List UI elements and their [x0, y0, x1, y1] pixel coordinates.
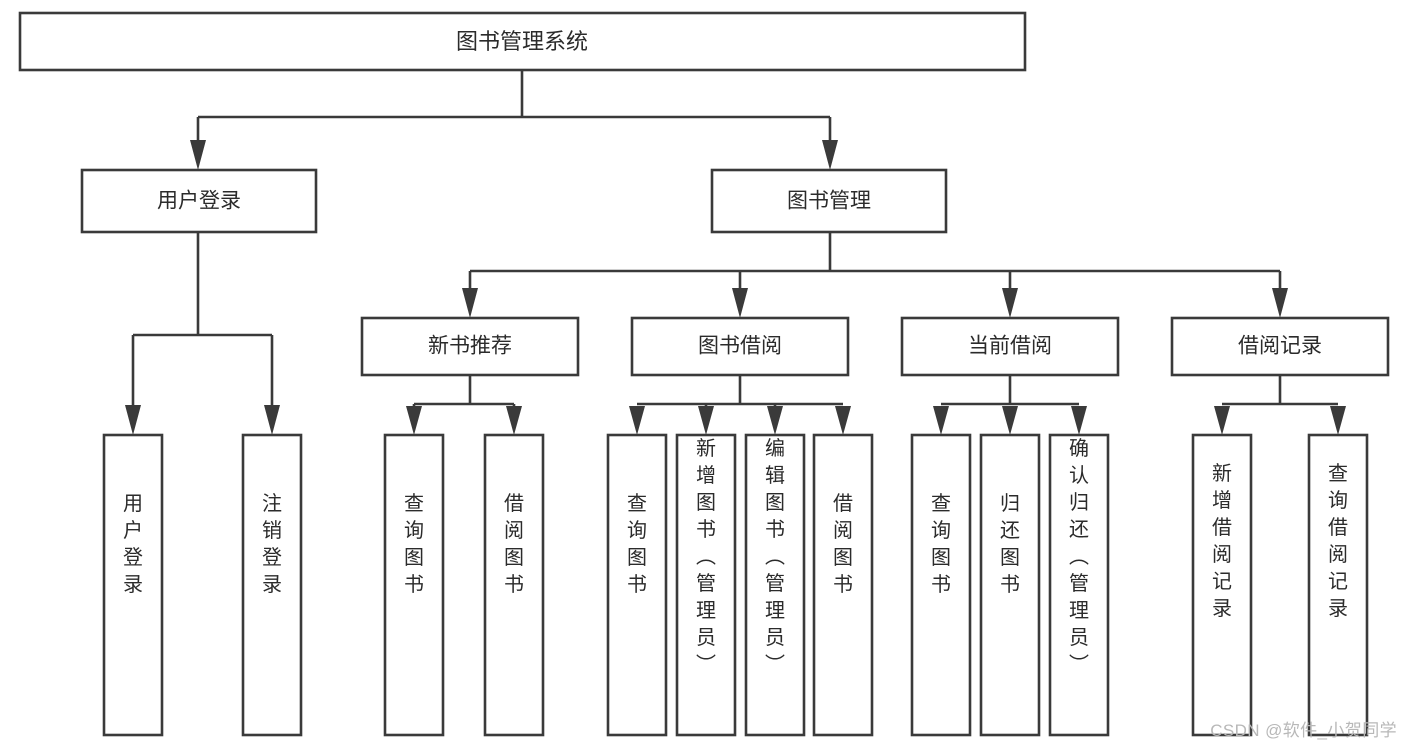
book-borrow-box[interactable] [630, 316, 850, 377]
arrow-newbook-leaf-2 [506, 406, 522, 435]
leaf-book-borrow-1[interactable]: 查询图书 [606, 433, 668, 737]
node-book-management[interactable]: 图书管理 [710, 168, 948, 234]
connectors-layer [125, 70, 1346, 435]
arrow-borrow-leaf-1 [629, 406, 645, 435]
arrow-borrow-leaf-2 [698, 406, 714, 435]
leaf-book-borrow-3[interactable]: 编辑图书︵管理员︶ [744, 433, 806, 737]
leaf-label-vertical: 归还图书 [1000, 492, 1020, 596]
node-root-system[interactable]: 图书管理系统 [18, 11, 1027, 72]
book-management-label: 图书管理 [787, 190, 871, 213]
arrow-to-user-login-leaf [125, 405, 141, 435]
leaf-label-vertical: 确认归还︵管理员︶ [1069, 437, 1089, 676]
arrow-to-current-borrow [1002, 288, 1018, 318]
arrow-current-leaf-3 [1071, 406, 1087, 435]
leaf-box[interactable] [1307, 433, 1369, 737]
leaf-box[interactable] [483, 433, 545, 737]
arrow-to-book-borrow [732, 288, 748, 318]
leaf-label-vertical: 查询借阅记录 [1328, 462, 1348, 620]
arrow-current-leaf-1 [933, 406, 949, 435]
node-new-book-recommend[interactable]: 新书推荐 [360, 316, 580, 377]
leaf-user-login-1[interactable]: 用户登录 [102, 433, 164, 737]
leaf-box[interactable] [675, 433, 737, 737]
root-label: 图书管理系统 [456, 29, 588, 54]
new-book-recommend-box[interactable] [360, 316, 580, 377]
leaf-book-borrow-2[interactable]: 新增图书︵管理员︶ [675, 433, 737, 737]
arrow-borrow-leaf-3 [767, 406, 783, 435]
arrow-record-leaf-1 [1214, 406, 1230, 435]
book-borrow-label: 图书借阅 [698, 335, 782, 358]
arrow-newbook-leaf-1 [406, 406, 422, 435]
leaf-label-vertical: 编辑图书︵管理员︶ [765, 437, 785, 676]
leaf-book-borrow-4[interactable]: 借阅图书 [812, 433, 874, 737]
arrow-to-borrow-record [1272, 288, 1288, 318]
leaf-box[interactable] [383, 433, 445, 737]
leaf-box[interactable] [812, 433, 874, 737]
book-management-box[interactable] [710, 168, 948, 234]
leaf-box[interactable] [1048, 433, 1110, 737]
leaf-current-borrow-3[interactable]: 确认归还︵管理员︶ [1048, 433, 1110, 737]
leaf-label-vertical: 借阅图书 [504, 492, 524, 596]
arrow-to-new-book [462, 288, 478, 318]
node-current-borrow[interactable]: 当前借阅 [900, 316, 1120, 377]
borrow-record-box[interactable] [1170, 316, 1390, 377]
arrow-current-leaf-2 [1002, 406, 1018, 435]
root-box[interactable] [18, 11, 1027, 72]
user-login-label: 用户登录 [157, 190, 241, 213]
leaf-box[interactable] [606, 433, 668, 737]
leaf-box[interactable] [1191, 433, 1253, 737]
leaf-box[interactable] [979, 433, 1041, 737]
node-user-login[interactable]: 用户登录 [80, 168, 318, 234]
arrow-to-logout-leaf [264, 405, 280, 435]
leaf-borrow-record-2[interactable]: 查询借阅记录 [1307, 433, 1369, 737]
leaf-new-book-1[interactable]: 查询图书 [383, 433, 445, 737]
node-book-borrow[interactable]: 图书借阅 [630, 316, 850, 377]
user-login-box[interactable] [80, 168, 318, 234]
leaf-label-vertical: 注销登录 [262, 492, 282, 596]
leaf-current-borrow-1[interactable]: 查询图书 [910, 433, 972, 737]
leaf-borrow-record-1[interactable]: 新增借阅记录 [1191, 433, 1253, 737]
leaf-label-vertical: 查询图书 [931, 492, 951, 596]
leaf-current-borrow-2[interactable]: 归还图书 [979, 433, 1041, 737]
arrow-to-user-login [190, 140, 206, 170]
leaf-label-vertical: 新增图书︵管理员︶ [696, 437, 716, 676]
arrow-record-leaf-2 [1330, 406, 1346, 435]
leaf-user-login-2[interactable]: 注销登录 [241, 433, 303, 737]
leaf-label-vertical: 借阅图书 [833, 492, 853, 596]
current-borrow-box[interactable] [900, 316, 1120, 377]
csdn-watermark: CSDN @软件_小贺同学 [1210, 721, 1397, 740]
leaf-label-vertical: 查询图书 [404, 492, 424, 596]
leaf-label-vertical: 查询图书 [627, 492, 647, 596]
borrow-record-label: 借阅记录 [1238, 335, 1322, 358]
leaf-label-vertical: 新增借阅记录 [1212, 462, 1232, 620]
current-borrow-label: 当前借阅 [968, 335, 1052, 358]
leaf-box[interactable] [744, 433, 806, 737]
leaf-box[interactable] [241, 433, 303, 737]
arrow-to-book-manage [822, 140, 838, 170]
leaf-new-book-2[interactable]: 借阅图书 [483, 433, 545, 737]
leaf-box[interactable] [910, 433, 972, 737]
leaf-box[interactable] [102, 433, 164, 737]
new-book-recommend-label: 新书推荐 [428, 335, 512, 358]
arrow-borrow-leaf-4 [835, 406, 851, 435]
leaf-label-vertical: 用户登录 [123, 493, 143, 596]
node-borrow-record[interactable]: 借阅记录 [1170, 316, 1390, 377]
